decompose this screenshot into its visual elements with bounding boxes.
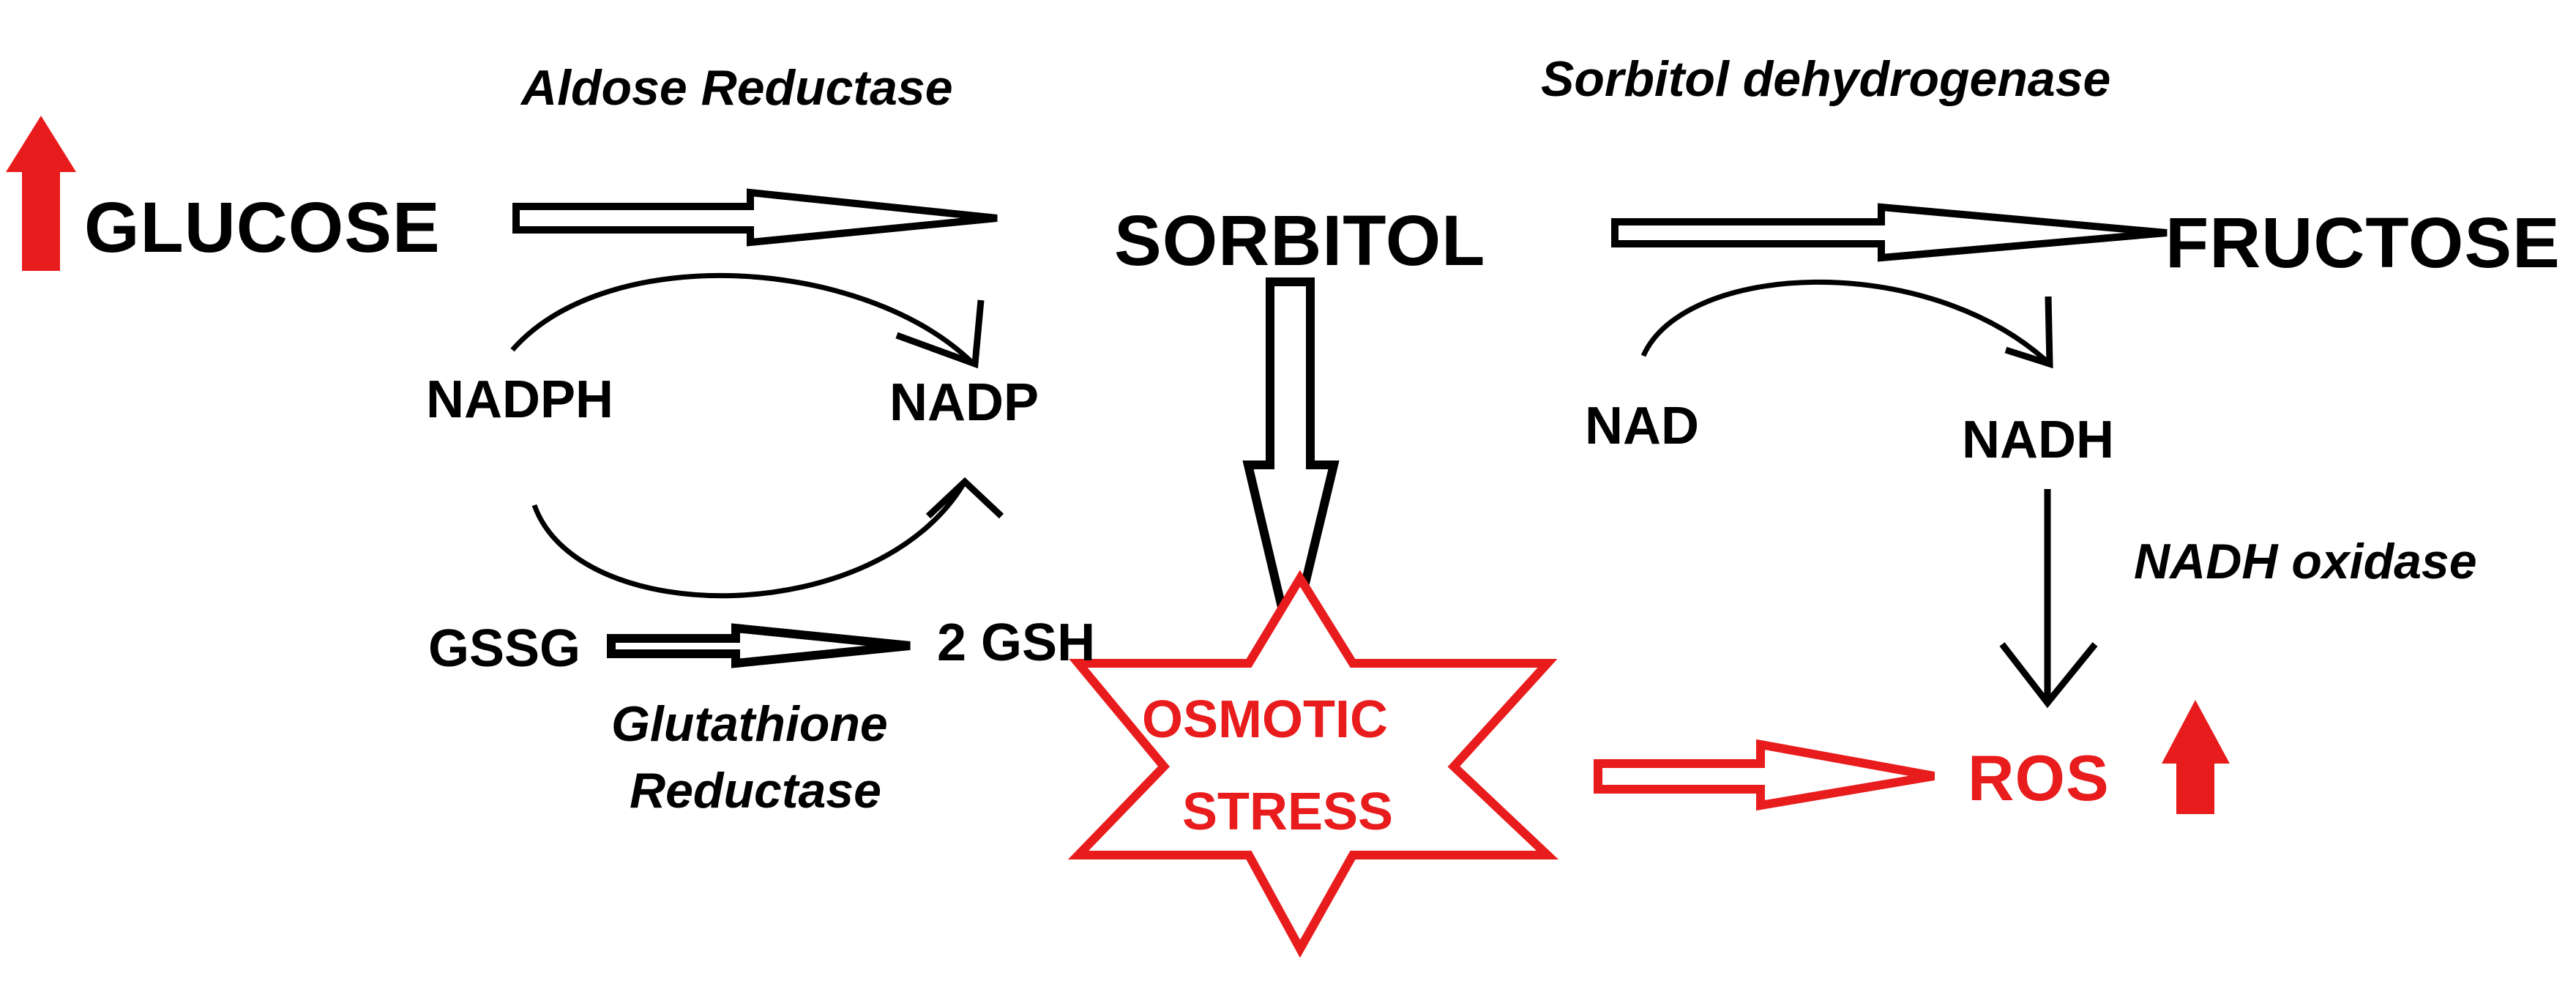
sorbitol-label: SORBITOL bbox=[1114, 201, 1486, 280]
ros-label: ROS bbox=[1968, 742, 2110, 814]
aldose-reductase-arrow bbox=[512, 188, 998, 247]
nadp-bottom-arrowhead bbox=[925, 477, 1004, 519]
glucose-increase-arrow-icon bbox=[6, 116, 76, 271]
ros-arrowhead bbox=[1999, 642, 2098, 709]
nadph-label: NADPH bbox=[426, 370, 614, 429]
aldose-reductase-label: Aldose Reductase bbox=[521, 60, 953, 116]
stress-to-ros-arrow bbox=[1594, 739, 1935, 811]
osmotic-stress-star bbox=[1067, 570, 1559, 958]
glucose-label: GLUCOSE bbox=[84, 187, 441, 267]
sorbitol-dehydrogenase-label: Sorbitol dehydrogenase bbox=[1541, 51, 2111, 107]
fructose-label: FRUCTOSE bbox=[2165, 203, 2561, 283]
nadph-to-nadp-curve bbox=[510, 272, 976, 366]
nadh-oxidase-label: NADH oxidase bbox=[2134, 534, 2477, 589]
gsh-label: 2 GSH bbox=[937, 614, 1096, 672]
nadp-to-nadph-curve bbox=[531, 480, 968, 599]
sorbitol-dehydrogenase-arrow bbox=[1611, 203, 2168, 262]
nad-label: NAD bbox=[1585, 397, 1699, 455]
glutathione-reductase-label-line2: Reductase bbox=[630, 763, 881, 818]
osmotic-stress-label-line1: OSMOTIC bbox=[1142, 690, 1388, 749]
nadp-label: NADP bbox=[889, 373, 1039, 432]
nad-to-nadh-curve bbox=[1640, 279, 2052, 366]
nadp-top-arrowhead bbox=[895, 299, 985, 369]
ros-increase-arrow-icon bbox=[2162, 700, 2230, 814]
osmotic-stress-label-line2: STRESS bbox=[1182, 783, 1394, 841]
glutathione-reductase-label-line1: Glutathione bbox=[611, 696, 888, 752]
gssg-label: GSSG bbox=[428, 619, 581, 678]
nadh-arrowhead bbox=[2004, 296, 2053, 369]
sorbitol-to-stress-arrow bbox=[1242, 277, 1340, 646]
nadh-label: NADH bbox=[1962, 411, 2114, 469]
glutathione-reductase-arrow bbox=[607, 623, 911, 668]
